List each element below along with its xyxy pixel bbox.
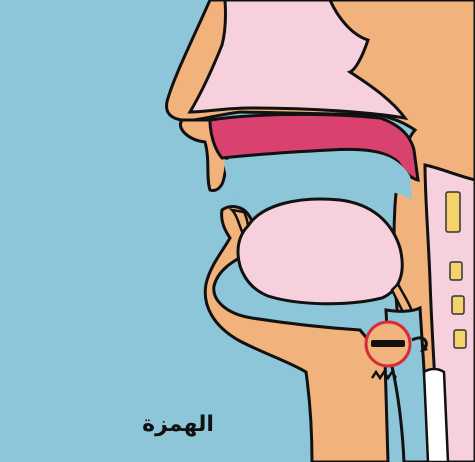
tongue (238, 199, 402, 304)
esophagus (424, 369, 448, 462)
vertebra-4 (454, 330, 466, 348)
vertebra-2 (450, 262, 462, 280)
vertebra-3 (452, 296, 464, 314)
vertebra-1 (446, 192, 460, 232)
phoneme-label: الهمزة (118, 414, 238, 436)
glottis-closure-bar (371, 340, 405, 347)
